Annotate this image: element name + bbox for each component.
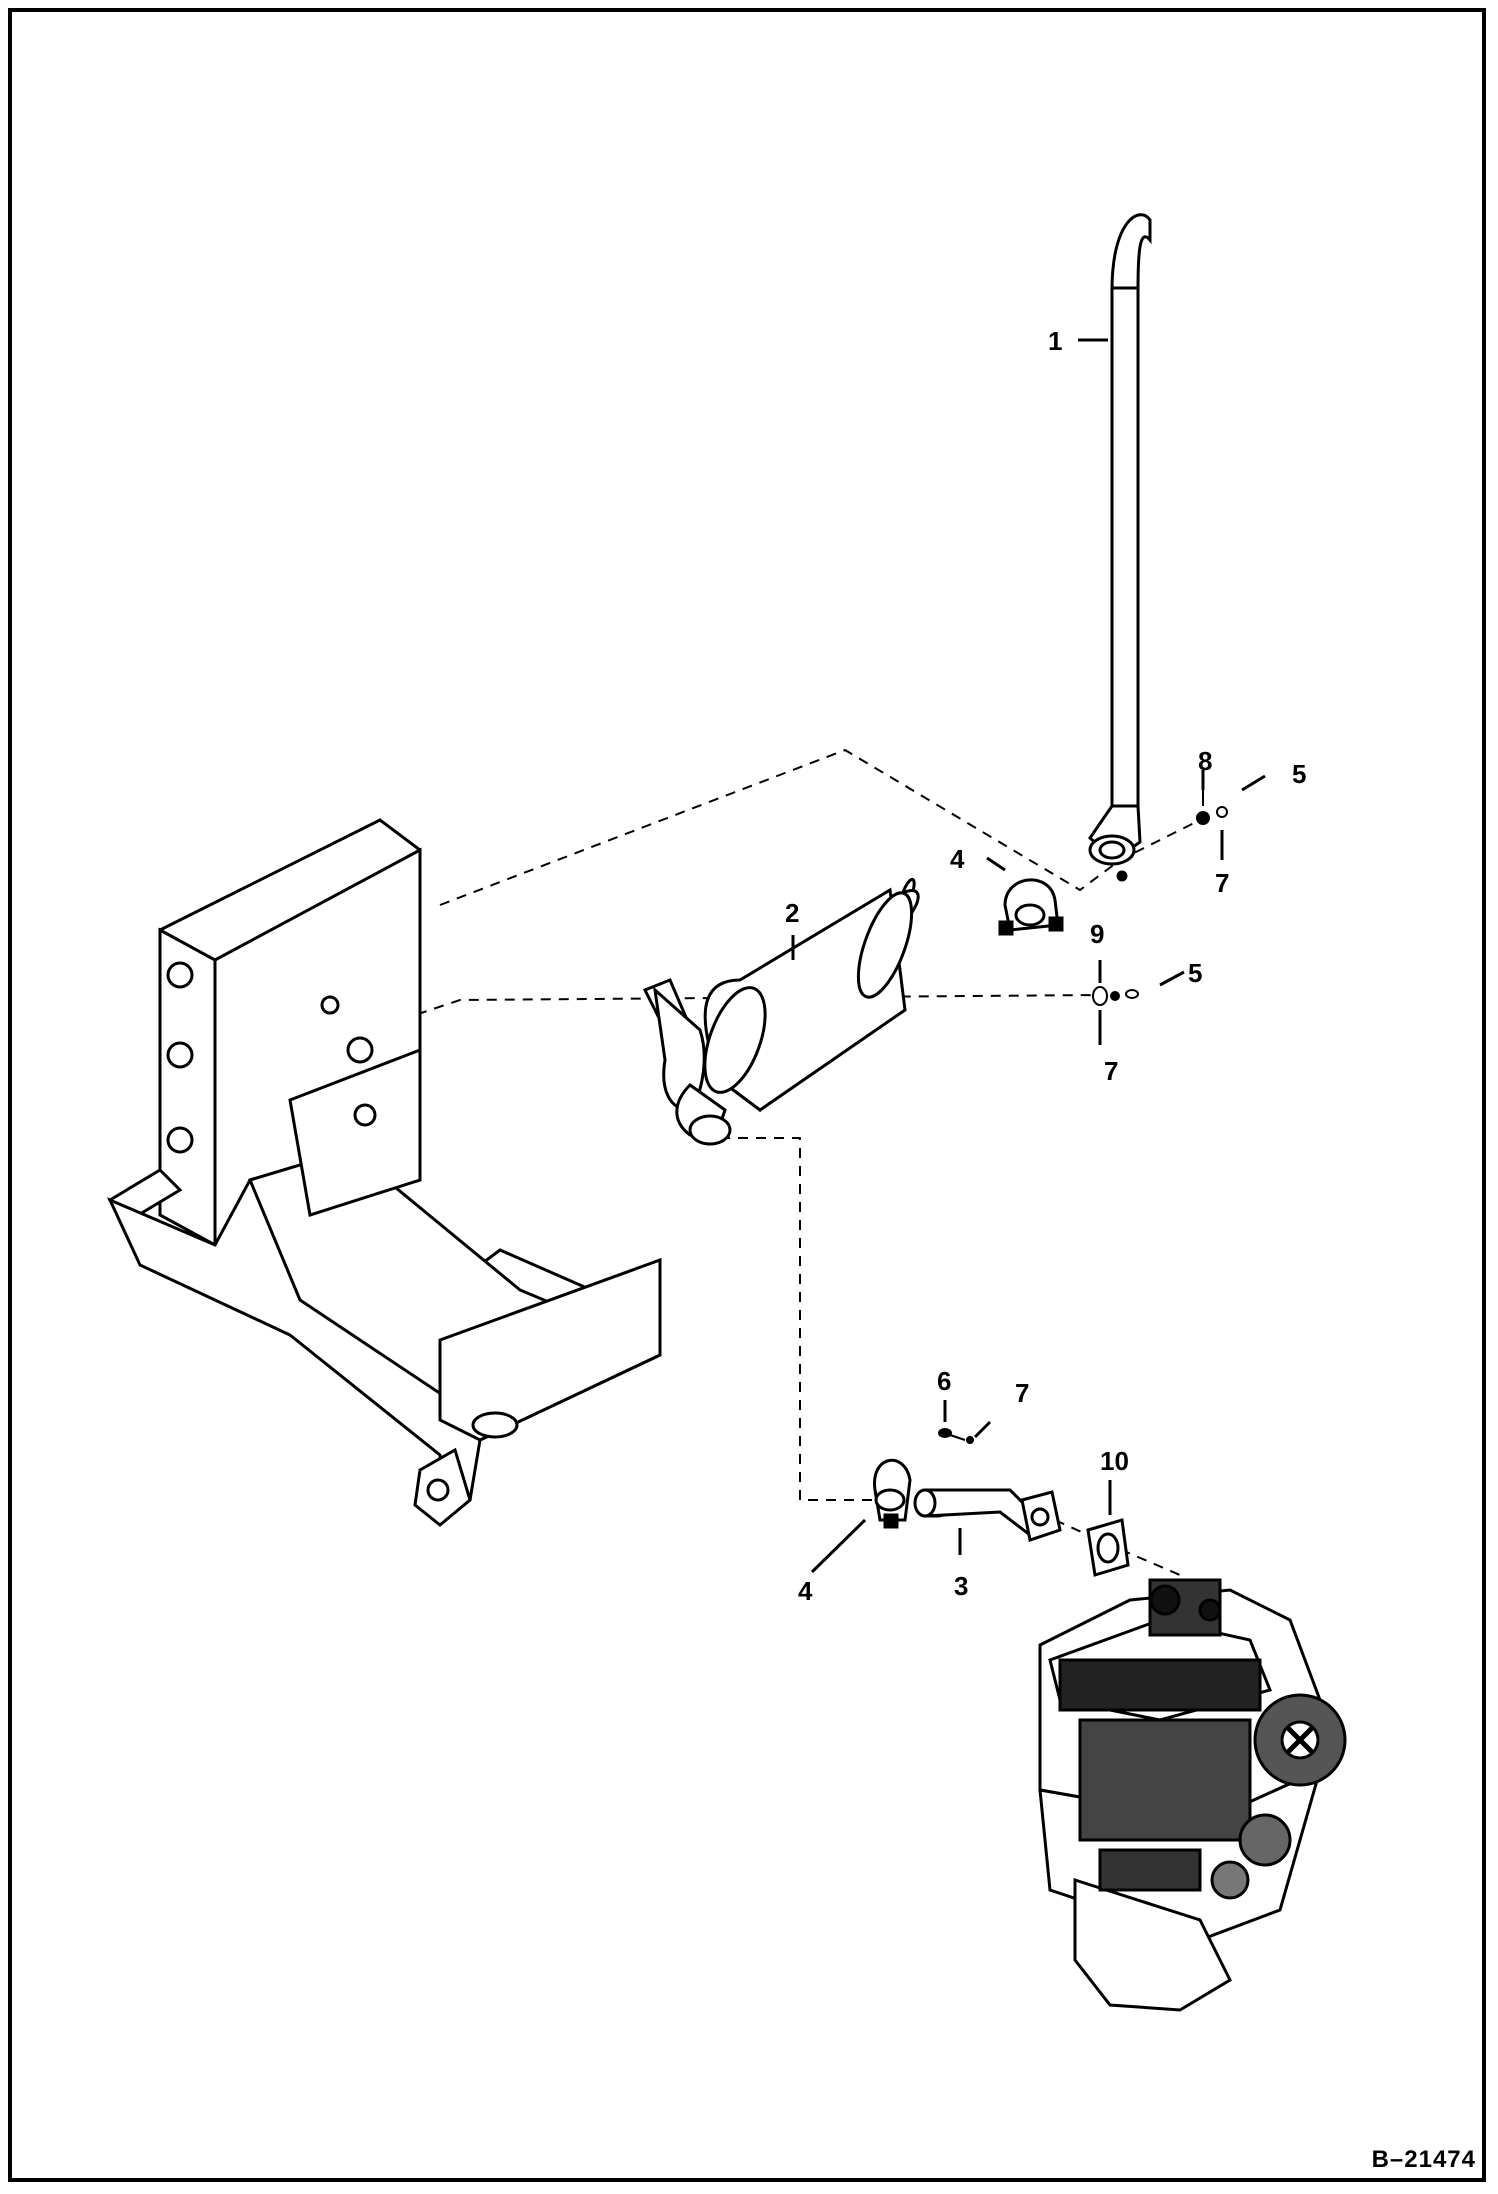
callout-6: 6 [937, 1366, 951, 1396]
leader-lines [791, 338, 1266, 1574]
callout-9: 9 [1090, 919, 1104, 949]
callout-7-middle: 7 [1104, 1056, 1118, 1086]
lower-exhaust-assembly [873, 1458, 1130, 1577]
drawing-number: B–21474 [1371, 2146, 1476, 2173]
callout-2: 2 [785, 898, 799, 928]
callout-4-upper: 4 [950, 844, 965, 874]
engine [1038, 1578, 1347, 2012]
callout-3: 3 [954, 1571, 968, 1601]
middle-hardware [1092, 986, 1139, 1006]
exhaust-stack-pipe [1088, 213, 1152, 882]
upper-clamp [998, 878, 1064, 936]
callout-10: 10 [1100, 1446, 1129, 1476]
callout-5-middle: 5 [1188, 958, 1202, 988]
callout-7-upper: 7 [1215, 868, 1229, 898]
lower-hardware [938, 1428, 974, 1444]
callout-4-lower: 4 [798, 1576, 813, 1606]
callouts: 1 2 4 8 5 7 9 5 7 6 7 10 4 3 [785, 326, 1306, 1606]
callout-8: 8 [1198, 746, 1212, 776]
engine-mount-frame [107, 818, 662, 1527]
drawing-border [8, 8, 1486, 2182]
callout-7-lower: 7 [1015, 1378, 1029, 1408]
callout-5-upper: 5 [1292, 759, 1306, 789]
muffler [642, 877, 920, 1146]
callout-1: 1 [1048, 326, 1062, 356]
assembly-lines [399, 748, 1201, 1576]
